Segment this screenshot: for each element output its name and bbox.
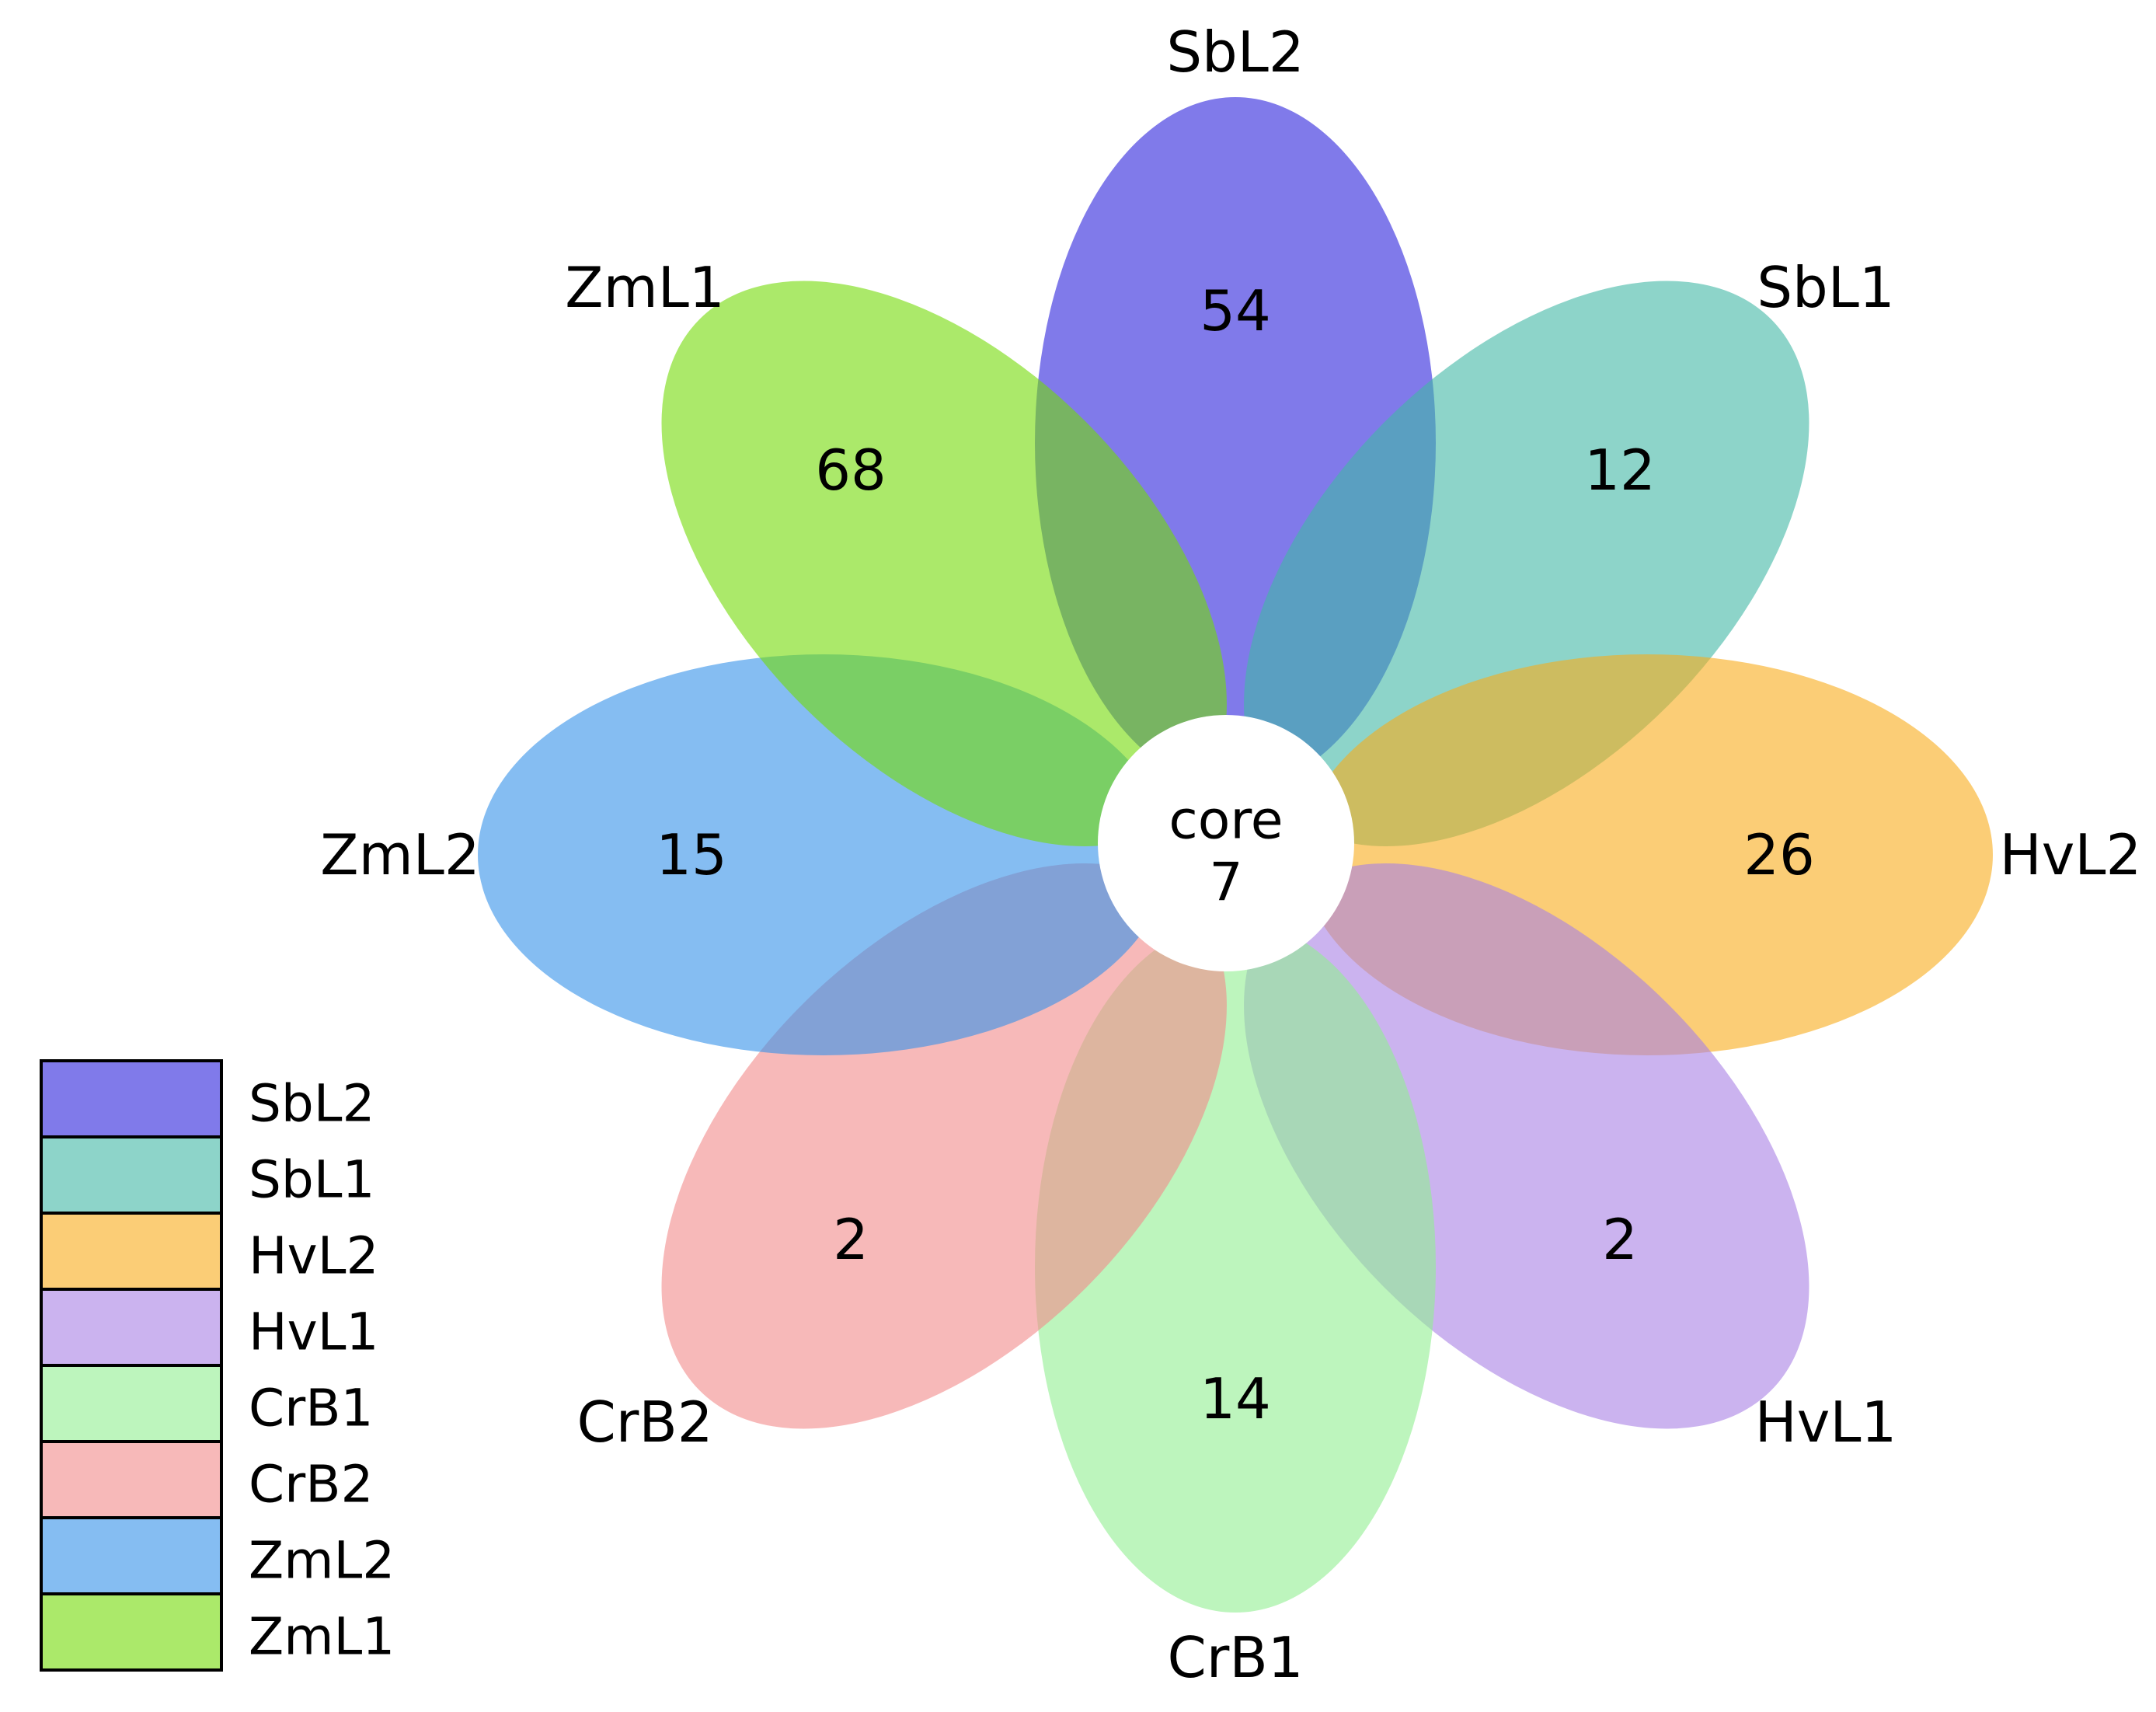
petal-name-HvL1: HvL1	[1755, 1389, 1897, 1455]
petal-value-CrB2: 2	[833, 1207, 869, 1272]
petal-value-SbL1: 12	[1584, 438, 1656, 503]
legend-label-ZmL2: ZmL2	[249, 1531, 395, 1591]
legend-label-HvL1: HvL1	[249, 1302, 378, 1362]
petal-value-HvL1: 2	[1602, 1207, 1638, 1272]
legend-swatch-HvL1	[40, 1288, 223, 1367]
petals-group	[478, 97, 1993, 1613]
petal-value-ZmL2: 15	[656, 822, 727, 887]
legend-label-CrB1: CrB1	[249, 1379, 374, 1438]
petal-name-HvL2: HvL2	[2000, 822, 2142, 887]
legend-label-SbL2: SbL2	[249, 1074, 375, 1134]
petal-name-ZmL1: ZmL1	[565, 255, 724, 320]
petal-name-CrB1: CrB1	[1167, 1625, 1303, 1690]
legend-swatch-CrB2	[40, 1440, 223, 1519]
petal-name-ZmL2: ZmL2	[320, 822, 479, 887]
petal-name-CrB2: CrB2	[576, 1389, 712, 1455]
legend-swatch-ZmL2	[40, 1516, 223, 1595]
legend-swatch-ZmL1	[40, 1592, 223, 1672]
petal-value-HvL2: 26	[1743, 822, 1815, 887]
legend-label-HvL2: HvL2	[249, 1226, 378, 1286]
legend-swatch-SbL2	[40, 1059, 223, 1138]
legend-label-CrB2: CrB2	[249, 1455, 374, 1515]
core-value: 7	[1209, 853, 1242, 914]
petal-name-SbL2: SbL2	[1166, 19, 1304, 85]
petal-value-SbL2: 54	[1200, 278, 1271, 343]
legend-swatch-SbL1	[40, 1135, 223, 1215]
legend-label-SbL1: SbL1	[249, 1150, 375, 1210]
petal-value-ZmL1: 68	[815, 438, 886, 503]
petal-name-SbL1: SbL1	[1757, 255, 1894, 320]
petal-value-CrB1: 14	[1200, 1366, 1271, 1431]
legend-swatch-HvL2	[40, 1212, 223, 1291]
core-label: core	[1169, 790, 1283, 852]
core-circle	[1098, 715, 1354, 971]
legend-label-ZmL1: ZmL1	[249, 1607, 395, 1667]
petal-ZmL1	[661, 281, 1227, 846]
legend-swatch-CrB1	[40, 1364, 223, 1443]
